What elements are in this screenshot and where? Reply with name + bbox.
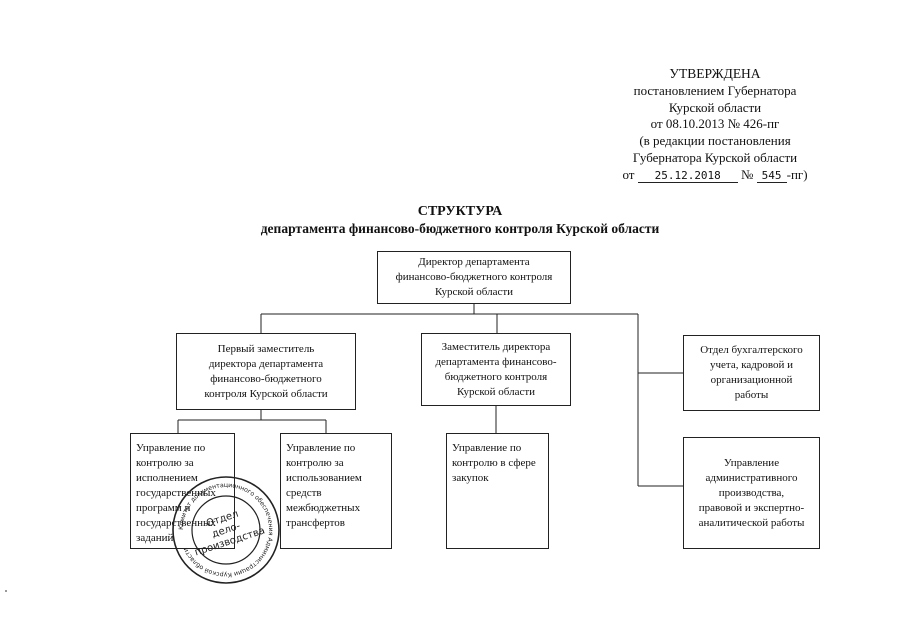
box-text: закупок bbox=[452, 472, 489, 484]
approval-line: Губернатора Курской области bbox=[632, 149, 798, 165]
box-text: контролю за bbox=[136, 457, 194, 469]
round-stamp: Комитет документационного обеспечения Ад… bbox=[172, 476, 280, 584]
box-text: межбюджетных bbox=[286, 502, 361, 514]
approval-date-line: от 25.12.2018 № 545-пг) bbox=[586, 167, 844, 184]
date-prefix: от bbox=[622, 166, 635, 182]
box-text: исполнением bbox=[136, 472, 198, 484]
box-procurement: Управление по контролю в сфере закупок bbox=[446, 433, 549, 549]
box-text: бюджетного контроля bbox=[444, 370, 548, 383]
approval-block: УТВЕРЖДЕНА постановлением Губернатора Ку… bbox=[586, 66, 844, 184]
box-accounting: Отдел бухгалтерского учета, кадровой и о… bbox=[683, 335, 820, 411]
box-text: аналитической работы bbox=[698, 516, 805, 529]
box-gov-programs: Управление по контролю за исполнением го… bbox=[130, 433, 235, 549]
box-text: Директор департамента bbox=[418, 256, 530, 268]
box-text: Управление bbox=[723, 456, 780, 469]
box-admin-department: Управление административного производств… bbox=[683, 437, 820, 549]
box-first-deputy: Первый заместитель директора департамент… bbox=[176, 333, 356, 410]
approval-line: от 08.10.2013 № 426-пг bbox=[650, 116, 780, 132]
box-text: работы bbox=[734, 389, 769, 401]
document-subtitle: департамента финансово-бюджетного контро… bbox=[260, 221, 660, 236]
date-value: 25.12.2018 bbox=[637, 169, 738, 183]
scan-speck bbox=[5, 590, 7, 592]
box-text: Курской области bbox=[434, 286, 514, 298]
box-text: административного bbox=[705, 471, 798, 484]
box-text: Управление по bbox=[136, 442, 206, 454]
box-text: средств bbox=[286, 487, 322, 499]
approval-line: постановлением Губернатора bbox=[633, 82, 797, 98]
box-text: учета, кадровой и bbox=[709, 359, 794, 371]
box-text: трансфертов bbox=[286, 517, 345, 529]
box-text: Первый заместитель bbox=[217, 342, 315, 355]
number-value: 545 bbox=[756, 169, 787, 183]
box-interbudget: Управление по контролю за использованием… bbox=[280, 433, 392, 549]
box-text: контролю в сфере bbox=[452, 457, 536, 469]
box-text: Отдел бухгалтерского bbox=[700, 344, 803, 356]
box-director: Директор департамента финансово-бюджетно… bbox=[377, 251, 571, 304]
box-text: Управление по bbox=[452, 442, 522, 454]
box-text: государственных bbox=[136, 487, 216, 499]
box-text: использованием bbox=[286, 472, 362, 484]
approval-line: Курской области bbox=[668, 99, 762, 115]
box-text: контролю за bbox=[286, 457, 344, 469]
box-deputy: Заместитель директора департамента финан… bbox=[421, 333, 571, 406]
box-text: Управление по bbox=[286, 442, 356, 454]
box-text: производства, bbox=[718, 486, 785, 499]
number-suffix: -пг) bbox=[786, 166, 808, 182]
box-text: финансово-бюджетного контроля bbox=[395, 271, 553, 283]
approval-heading: УТВЕРЖДЕНА bbox=[669, 66, 761, 81]
box-text: департамента финансово- bbox=[435, 355, 557, 368]
box-text: Курской области bbox=[456, 385, 536, 398]
box-text: государственных bbox=[136, 517, 216, 529]
box-text: финансово-бюджетного bbox=[210, 372, 322, 385]
box-text: контроля Курской области bbox=[204, 387, 328, 400]
approval-line: (в редакции постановления bbox=[639, 133, 791, 149]
box-text: организационной bbox=[710, 374, 793, 386]
document-title: СТРУКТУРА bbox=[417, 204, 503, 219]
number-prefix: № bbox=[740, 166, 754, 182]
box-text: Заместитель директора bbox=[441, 340, 551, 353]
box-text: директора департамента bbox=[208, 357, 324, 370]
box-text: правовой и экспертно- bbox=[698, 501, 805, 514]
box-text: заданий bbox=[136, 532, 174, 544]
